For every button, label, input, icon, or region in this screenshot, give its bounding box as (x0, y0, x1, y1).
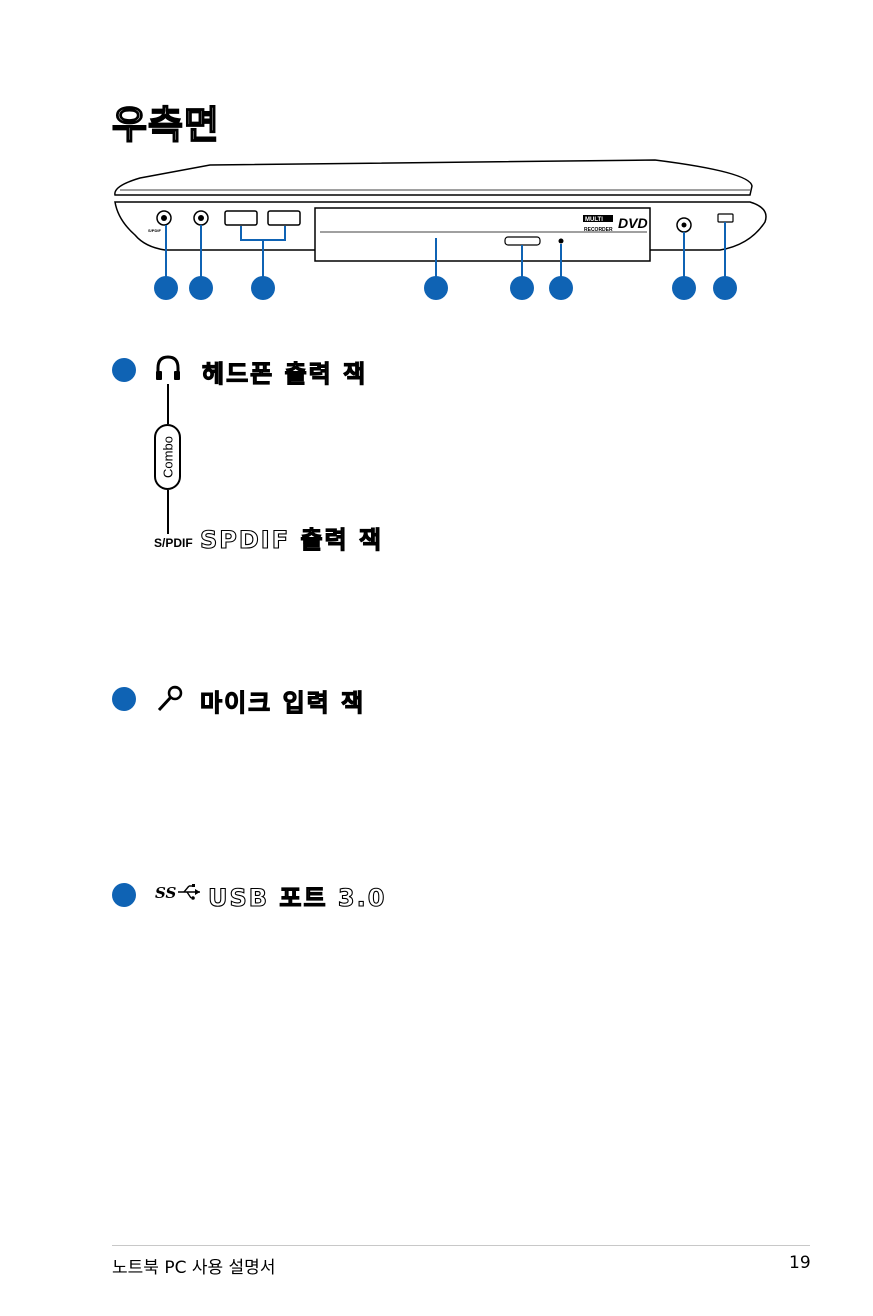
combo-connector-line (167, 384, 169, 424)
callout-marker (672, 276, 696, 300)
footer-page-number: 19 (789, 1253, 811, 1273)
footer-manual-title: 노트북 PC 사용 설명서 (112, 1258, 276, 1278)
heading-usb-port: USB 포트 3.0 (207, 883, 387, 912)
combo-label: Combo (160, 436, 175, 478)
callout-marker (713, 276, 737, 300)
section-marker-usb (112, 883, 136, 907)
heading-microphone-jack: 마이크 입력 잭 (199, 688, 366, 717)
footer-divider (112, 1245, 810, 1246)
jack-label: S/PDIF (148, 228, 161, 233)
heading-headphone-jack: 헤드폰 출력 잭 (201, 359, 368, 388)
combo-badge: Combo (154, 424, 181, 490)
headphone-icon (156, 355, 180, 380)
heading-spdif-jack: SPDIF 출력 잭 (199, 525, 384, 554)
multi-text: MULTI (585, 217, 603, 223)
page-title: 우측면 (111, 102, 220, 148)
dvd-logo: DVD (618, 215, 648, 231)
laptop-drawing: MULTI RECORDER DVD S/PDIF (114, 159, 767, 278)
microphone-icon (157, 685, 183, 712)
callout-marker (154, 276, 178, 300)
callout-marker (424, 276, 448, 300)
section-marker-headphone (112, 358, 136, 382)
callout-marker (251, 276, 275, 300)
section-marker-microphone (112, 687, 136, 711)
combo-connector-line (167, 490, 169, 534)
callout-marker (549, 276, 573, 300)
recorder-text: RECORDER (584, 227, 613, 233)
laptop-right-side-figure: MULTI RECORDER DVD S/PDIF (110, 150, 780, 310)
spdif-icon: S/PDIF (154, 536, 193, 550)
callout-marker (510, 276, 534, 300)
callout-marker (189, 276, 213, 300)
svg-text:SS: SS (155, 884, 177, 902)
usb-ss-icon: SS (155, 884, 200, 902)
